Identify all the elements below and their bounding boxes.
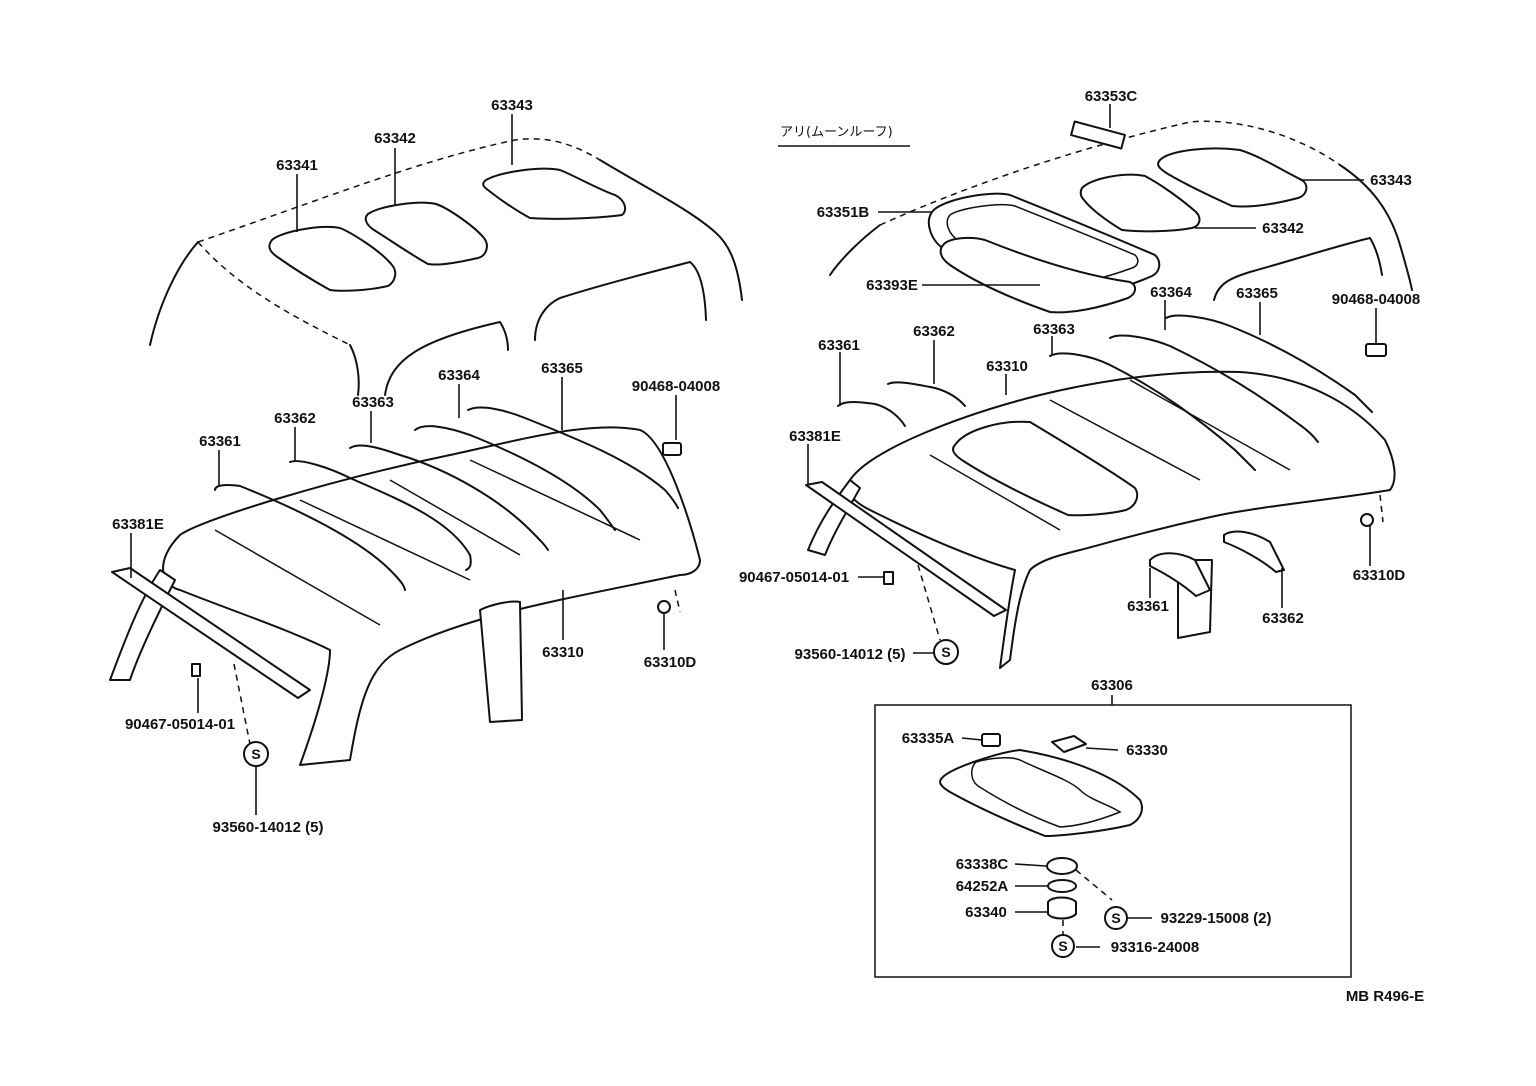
drawing-code: MB R496-E	[1346, 988, 1424, 1005]
box-label-93316: 93316-24008	[1111, 939, 1199, 956]
right-trim-63381E	[805, 481, 1007, 617]
right-leader-lines	[807, 104, 1377, 654]
assembly-symbol-s-a: S	[1111, 910, 1120, 926]
left-label-63381E: 63381E	[112, 516, 164, 533]
left-label-63310: 63310	[542, 644, 584, 661]
right-label-63365: 63365	[1236, 285, 1278, 302]
box-label-64252A: 64252A	[956, 878, 1009, 895]
right-label-63343: 63343	[1370, 172, 1412, 189]
right-symbol-s: S	[941, 644, 950, 660]
box-label-63330: 63330	[1126, 742, 1168, 759]
left-headliner	[109, 426, 701, 766]
right-label-63310: 63310	[986, 358, 1028, 375]
box-label-63340: 63340	[965, 904, 1007, 921]
right-label-93560: 93560-14012 (5)	[795, 646, 906, 663]
right-roof-outline	[829, 120, 1413, 301]
right-screw-90467	[883, 571, 894, 585]
right-seal-63393E	[939, 236, 1136, 314]
right-symbol-circle	[933, 639, 959, 665]
box-label-63306: 63306	[1091, 677, 1133, 694]
right-label-63393E: 63393E	[866, 277, 918, 294]
right-label-63310D: 63310D	[1353, 567, 1406, 584]
left-label-63363: 63363	[352, 394, 394, 411]
left-label-90467: 90467-05014-01	[125, 716, 235, 733]
left-symbol-circle	[243, 741, 269, 767]
right-pad-63343	[1157, 147, 1308, 208]
right-label-63353C: 63353C	[1085, 88, 1138, 105]
right-silencer-pads	[1079, 147, 1308, 233]
right-bow-63361-b	[1149, 552, 1211, 597]
right-headliner	[805, 370, 1396, 669]
left-roof-outline	[149, 138, 743, 396]
right-label-63351B: 63351B	[817, 204, 870, 221]
assembly-symbol-circle-b	[1051, 934, 1075, 958]
cap-63338C	[1046, 857, 1078, 875]
right-headliner-63310	[847, 370, 1396, 669]
washer-64252A	[1047, 879, 1077, 893]
assembly-symbol-s-b: S	[1058, 938, 1067, 954]
left-pad-63343	[482, 167, 627, 220]
left-label-63361: 63361	[199, 433, 241, 450]
holder-63340	[1047, 896, 1077, 920]
left-label-63362: 63362	[274, 410, 316, 427]
left-leader-lines	[130, 114, 677, 815]
box-label-93229: 93229-15008 (2)	[1161, 910, 1272, 927]
left-pad-63342	[364, 201, 488, 266]
right-label-90467: 90467-05014-01	[739, 569, 849, 586]
left-label-63341: 63341	[276, 157, 318, 174]
left-label-90468: 90468-04008	[632, 378, 720, 395]
right-pad-63342	[1079, 173, 1201, 233]
clip-63335A	[981, 733, 1001, 747]
right-bow-63362-b	[1223, 530, 1285, 573]
left-clip-63310D	[657, 600, 671, 614]
right-label-63364: 63364	[1150, 284, 1192, 301]
left-label-63365: 63365	[541, 360, 583, 377]
right-label-63362-a: 63362	[913, 323, 955, 340]
left-symbol-s: S	[251, 746, 260, 762]
assembly-parts	[939, 733, 1143, 935]
left-label-93560: 93560-14012 (5)	[213, 819, 324, 836]
box-label-63335A: 63335A	[902, 730, 955, 747]
right-moonroof-opening	[952, 420, 1139, 517]
assembly-box	[874, 704, 1352, 978]
box-label-63338C: 63338C	[956, 856, 1009, 873]
right-label-63362-b: 63362	[1262, 610, 1304, 627]
left-pad-63341	[268, 225, 397, 292]
right-clip-63310D	[1360, 513, 1374, 527]
left-label-63364: 63364	[438, 367, 480, 384]
right-variant-note: アリ(ムーンルーフ)	[780, 125, 893, 140]
right-label-63363: 63363	[1033, 321, 1075, 338]
right-label-90468: 90468-04008	[1332, 291, 1420, 308]
assembly-symbol-circle-a	[1104, 906, 1128, 930]
left-headliner-63310	[162, 426, 701, 766]
left-clip-90468	[662, 442, 682, 456]
right-label-63361-b: 63361	[1127, 598, 1169, 615]
assembly-leader-lines	[961, 737, 1152, 948]
right-fasteners	[883, 343, 1387, 641]
right-label-63342: 63342	[1262, 220, 1304, 237]
right-part-63353C	[1070, 120, 1126, 150]
left-trim-63381E	[111, 567, 311, 699]
left-silencer-pads	[268, 167, 627, 292]
right-clip-90468	[1365, 343, 1387, 357]
cover-63330	[1051, 735, 1087, 753]
right-moonroof-frame	[927, 120, 1161, 314]
left-roof-bows	[214, 406, 679, 591]
left-screw-90467	[191, 663, 201, 677]
left-label-63310D: 63310D	[644, 654, 697, 671]
right-label-63381E: 63381E	[789, 428, 841, 445]
sunvisor-63306	[939, 749, 1143, 837]
right-roof-bows	[837, 314, 1373, 471]
left-label-63342: 63342	[374, 130, 416, 147]
right-label-63361-a: 63361	[818, 337, 860, 354]
left-label-63343: 63343	[491, 97, 533, 114]
